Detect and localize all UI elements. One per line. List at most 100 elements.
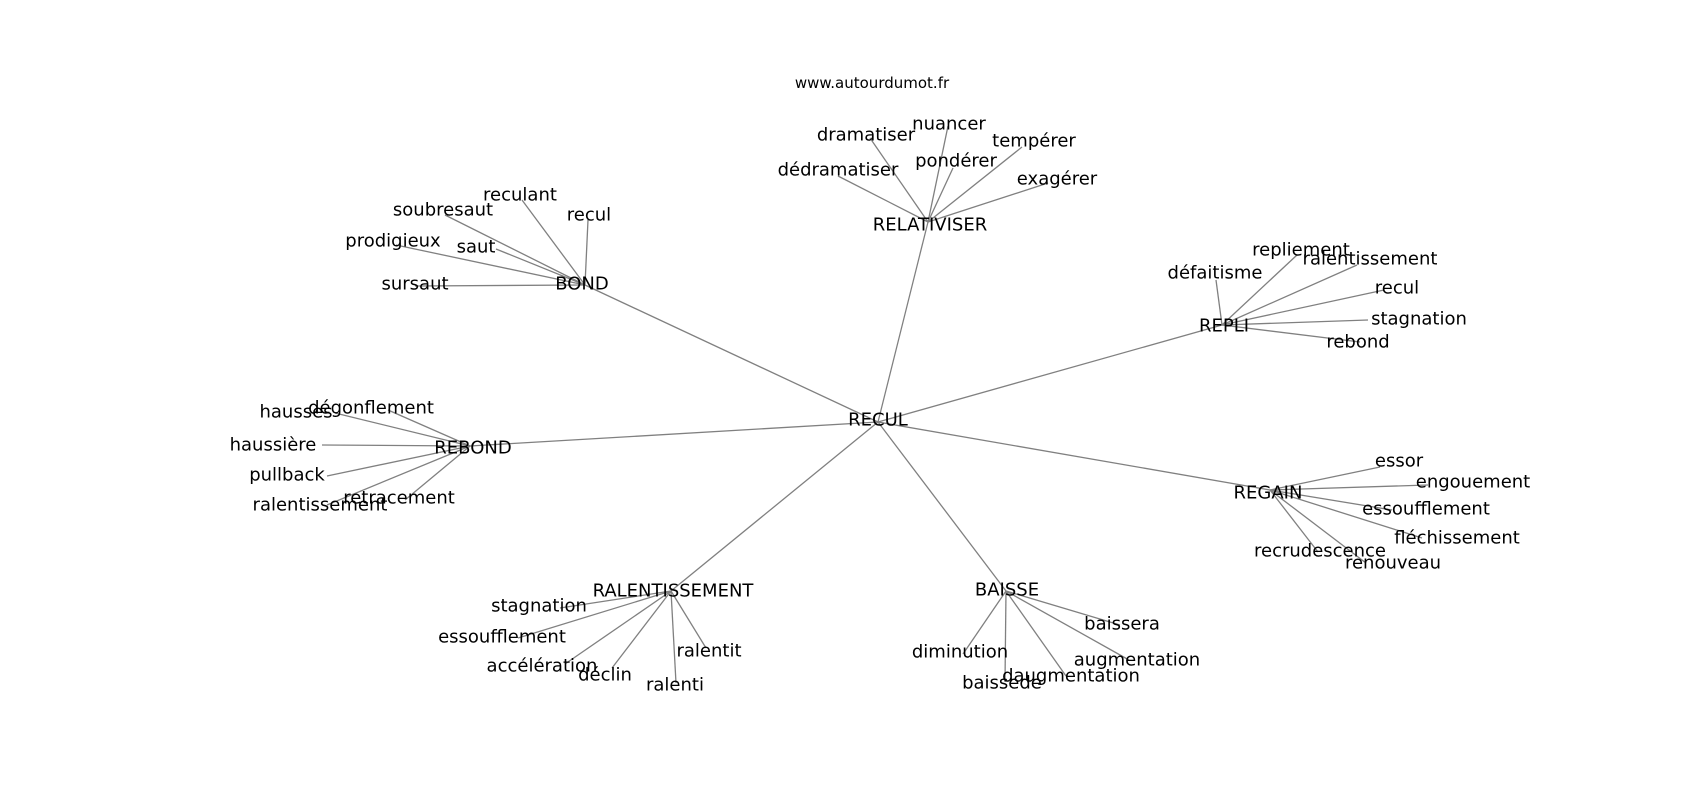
hub-word-label[interactable]: REBOND — [434, 438, 511, 459]
leaf-word-label[interactable]: stagnation — [491, 596, 587, 617]
edge-center-hub — [877, 324, 1223, 423]
edge-hub-leaf — [1269, 489, 1393, 511]
leaf-word-label[interactable]: fléchissement — [1394, 528, 1520, 549]
edge-hub-leaf — [1004, 590, 1007, 683]
leaf-word-label[interactable]: exagérer — [1017, 169, 1098, 190]
leaf-word-label[interactable]: recrudescence — [1254, 541, 1386, 562]
edge-hub-leaf — [927, 167, 954, 223]
edge-hub-leaf — [521, 199, 586, 286]
edge-hub-leaf — [444, 214, 586, 286]
leaf-word-label[interactable]: soubresaut — [393, 200, 493, 221]
leaf-word-label[interactable]: essoufflement — [438, 627, 566, 648]
edges-layer — [321, 125, 1429, 684]
edge-center-hub — [469, 421, 879, 447]
leaf-word-label[interactable]: accélération — [487, 656, 598, 677]
edge-hub-leaf — [837, 175, 929, 223]
site-url: www.autourdumot.fr — [795, 74, 950, 92]
edge-hub-leaf — [1005, 590, 1067, 677]
leaf-word-label[interactable]: ralentissement — [253, 495, 388, 516]
leaf-word-label[interactable]: tempérer — [992, 131, 1076, 152]
edge-hub-leaf — [1221, 289, 1385, 326]
edge-hub-leaf — [1269, 466, 1381, 491]
leaf-word-label[interactable]: hausses — [259, 402, 332, 423]
leaf-word-label[interactable]: stagnation — [1371, 309, 1467, 330]
edge-hub-leaf — [564, 590, 672, 665]
edge-hub-leaf — [962, 590, 1007, 655]
hub-word-label[interactable]: BAISSE — [975, 580, 1039, 601]
edge-hub-leaf — [414, 284, 586, 287]
hub-word-label[interactable]: REGAIN — [1234, 483, 1303, 504]
edge-hub-leaf — [495, 248, 586, 286]
edge-hub-leaf — [1269, 484, 1429, 491]
leaf-word-label[interactable]: diminution — [912, 642, 1008, 663]
leaf-word-label[interactable]: défaitisme — [1168, 263, 1263, 284]
edge-hub-leaf — [387, 409, 471, 447]
leaf-word-label[interactable]: augmentation — [1074, 650, 1200, 671]
leaf-word-label[interactable]: nuancer — [912, 114, 986, 135]
edge-center-hub — [670, 421, 879, 592]
edge-hub-leaf — [1215, 279, 1223, 326]
leaf-word-label[interactable]: renouveau — [1345, 553, 1441, 574]
leaf-word-label[interactable]: baissera — [1084, 614, 1160, 635]
edge-hub-leaf — [1221, 319, 1369, 326]
edge-hub-leaf — [1221, 264, 1358, 326]
edge-hub-leaf — [326, 445, 471, 477]
leaf-word-label[interactable]: essor — [1375, 451, 1424, 472]
edge-center-hub — [877, 221, 929, 423]
leaf-word-label[interactable]: dédramatiser — [778, 160, 899, 181]
edge-hub-leaf — [334, 412, 471, 447]
edge-hub-leaf — [1221, 254, 1298, 326]
leaf-word-label[interactable]: pullback — [249, 465, 325, 486]
leaf-word-label[interactable]: pondérer — [915, 151, 997, 172]
edge-hub-leaf — [1221, 324, 1361, 343]
edge-hub-leaf — [869, 137, 929, 223]
hub-word-label[interactable]: BOND — [555, 274, 609, 295]
center-word-label[interactable]: RECUL — [848, 410, 908, 431]
edge-hub-leaf — [404, 445, 471, 501]
edge-hub-leaf — [927, 146, 1023, 223]
edge-hub-leaf — [1269, 489, 1423, 539]
edge-hub-leaf — [517, 590, 672, 639]
edge-hub-leaf — [1005, 590, 1130, 661]
edge-hub-leaf — [1269, 489, 1319, 553]
edge-hub-leaf — [321, 444, 471, 447]
hub-word-label[interactable]: REPLI — [1199, 316, 1249, 337]
edge-hub-leaf — [927, 182, 1049, 223]
leaf-word-label[interactable]: recul — [567, 205, 611, 226]
leaf-word-label[interactable]: saut — [457, 237, 496, 258]
leaf-word-label[interactable]: dégonflement — [308, 398, 434, 419]
edge-hub-leaf — [927, 125, 949, 223]
leaf-word-label[interactable]: déclin — [578, 665, 632, 686]
leaf-word-label[interactable]: recul — [1375, 278, 1419, 299]
leaf-word-label[interactable]: rebond — [1326, 332, 1389, 353]
leaf-word-label[interactable]: ralentissement — [1303, 249, 1438, 270]
edge-hub-leaf — [611, 590, 672, 669]
edge-hub-leaf — [670, 590, 677, 684]
edge-hub-leaf — [326, 445, 471, 506]
edge-hub-leaf — [1005, 590, 1121, 626]
edge-hub-leaf — [395, 244, 586, 286]
leaf-word-label[interactable]: daugmentation — [1002, 666, 1140, 687]
leaf-word-label[interactable]: ralenti — [646, 675, 704, 696]
edge-hub-leaf — [559, 590, 672, 609]
leaf-word-label[interactable]: baissede — [962, 673, 1042, 694]
edge-hub-leaf — [1269, 489, 1367, 564]
leaf-word-label[interactable]: dramatiser — [817, 125, 916, 146]
edge-hub-leaf — [670, 590, 707, 649]
edge-center-hub — [877, 421, 1271, 491]
hub-word-label[interactable]: RALENTISSEMENT — [593, 581, 755, 602]
leaf-word-label[interactable]: engouement — [1416, 472, 1530, 493]
leaf-word-label[interactable]: ralentit — [676, 641, 741, 662]
leaf-word-label[interactable]: reculant — [483, 185, 557, 206]
leaf-word-label[interactable]: retracement — [343, 488, 455, 509]
edge-center-hub — [877, 421, 1007, 592]
hub-word-label[interactable]: RELATIVISER — [873, 215, 987, 236]
leaf-word-label[interactable]: sursaut — [381, 274, 448, 295]
leaf-word-label[interactable]: prodigieux — [345, 231, 441, 252]
edge-hub-leaf — [584, 219, 589, 286]
leaf-word-label[interactable]: haussière — [230, 435, 317, 456]
leaf-word-label[interactable]: essoufflement — [1362, 499, 1490, 520]
leaf-word-label[interactable]: repliement — [1252, 240, 1350, 261]
